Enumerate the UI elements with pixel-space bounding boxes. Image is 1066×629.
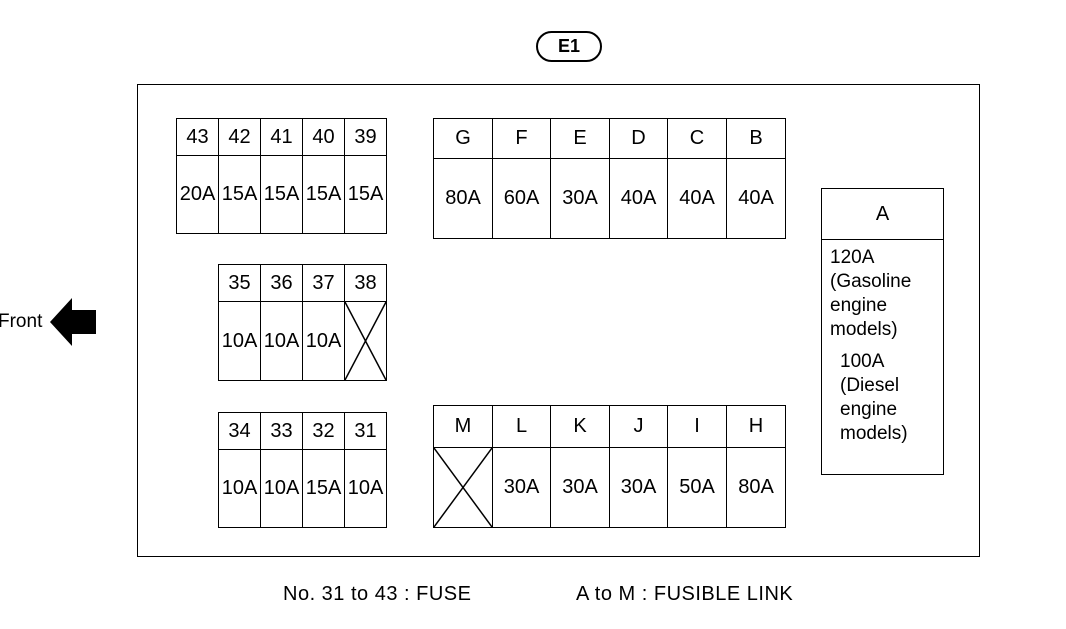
fuse-number: 36: [260, 264, 303, 302]
fuse-block-bottom: 34 33 32 31 10A 10A 15A 10A: [218, 412, 387, 528]
link-letter: F: [492, 118, 551, 159]
link-rating: 30A: [492, 447, 551, 528]
link-rating: 30A: [609, 447, 668, 528]
fuse-number: 33: [260, 412, 303, 450]
fuse-rating: 10A: [302, 301, 345, 381]
fuse-number: 31: [344, 412, 387, 450]
link-letter: D: [609, 118, 668, 159]
link-letter: E: [550, 118, 610, 159]
fuse-number: 40: [302, 118, 345, 156]
link-letter: G: [433, 118, 493, 159]
fuse-number: 32: [302, 412, 345, 450]
fuse-rating: 15A: [302, 449, 345, 528]
link-rating: 50A: [667, 447, 727, 528]
link-letter: K: [550, 405, 610, 448]
fuse-number: 43: [176, 118, 219, 156]
fuse-rating: 20A: [176, 155, 219, 234]
fuse-rating: 10A: [218, 449, 261, 528]
link-a-diesel-note: 100A (Diesel engine models): [840, 351, 908, 444]
fuse-rating: 10A: [260, 301, 303, 381]
front-label: Front: [0, 311, 43, 332]
front-indicator: Front: [0, 298, 98, 346]
link-rating: 40A: [667, 158, 727, 239]
fuse-number: 41: [260, 118, 303, 156]
link-letter: L: [492, 405, 551, 448]
connector-badge: E1: [536, 31, 602, 62]
link-rating: 40A: [609, 158, 668, 239]
link-rating: 40A: [726, 158, 786, 239]
empty-slot-cross: [344, 301, 387, 381]
link-rating: 80A: [433, 158, 493, 239]
fuse-rating: 10A: [260, 449, 303, 528]
link-letter: H: [726, 405, 786, 448]
empty-slot-cross: [433, 447, 493, 528]
link-rating: 80A: [726, 447, 786, 528]
fuse-rating: 15A: [218, 155, 261, 234]
fuse-number: 34: [218, 412, 261, 450]
legend-fuse: No. 31 to 43 : FUSE: [283, 583, 472, 605]
link-rating: 30A: [550, 447, 610, 528]
fuse-number: 39: [344, 118, 387, 156]
fuse-block-top: 43 42 41 40 39 20A 15A 15A 15A 15A: [176, 118, 387, 234]
link-letter: C: [667, 118, 727, 159]
link-letter: A: [822, 189, 943, 240]
fuse-rating: 15A: [302, 155, 345, 234]
fuse-number: 38: [344, 264, 387, 302]
fusible-link-a: A 120A (Gasoline engine models) 100A (Di…: [821, 188, 944, 475]
fuse-box-frame: [137, 84, 980, 557]
legend-fusible-link: A to M : FUSIBLE LINK: [576, 583, 794, 605]
link-letter: B: [726, 118, 786, 159]
link-rating: 60A: [492, 158, 551, 239]
fuse-rating: 10A: [344, 449, 387, 528]
link-letter: I: [667, 405, 727, 448]
fuse-number: 37: [302, 264, 345, 302]
link-a-gasoline-note: 120A (Gasoline engine models): [830, 247, 912, 340]
link-letter: J: [609, 405, 668, 448]
fuse-number: 35: [218, 264, 261, 302]
fuse-block-mid: 35 36 37 38 10A 10A 10A: [218, 264, 387, 381]
fusible-link-block-bottom: M L K J I H 30A 30A 30A 50A 80A: [433, 405, 786, 528]
fuse-rating: 10A: [218, 301, 261, 381]
fuse-number: 42: [218, 118, 261, 156]
link-rating: 30A: [550, 158, 610, 239]
fuse-rating: 15A: [344, 155, 387, 234]
fuse-rating: 15A: [260, 155, 303, 234]
left-arrow-icon: [50, 298, 97, 346]
fusible-link-block-top: G F E D C B 80A 60A 30A 40A 40A 40A: [433, 118, 786, 239]
link-letter: M: [433, 405, 493, 448]
